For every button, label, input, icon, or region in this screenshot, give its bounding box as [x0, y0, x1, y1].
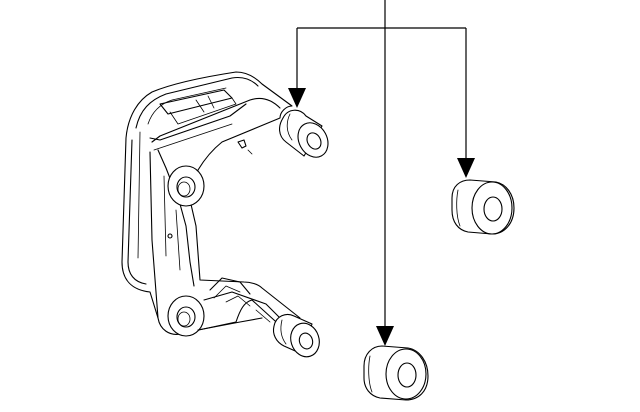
guide-bushing-icon-upper [279, 109, 329, 158]
guide-bushing-icon-right [451, 179, 515, 235]
caliper-bracket-icon [121, 71, 301, 337]
arrowheads [288, 88, 475, 346]
arrow-upper-bushing [288, 88, 306, 108]
leader-lines [296, 0, 467, 328]
arrow-right-bushing [457, 158, 475, 178]
guide-bushing-icon-lower [272, 313, 320, 358]
arrow-bottom-bushing [376, 326, 394, 346]
guide-bushing-icon-bottom [363, 345, 429, 401]
